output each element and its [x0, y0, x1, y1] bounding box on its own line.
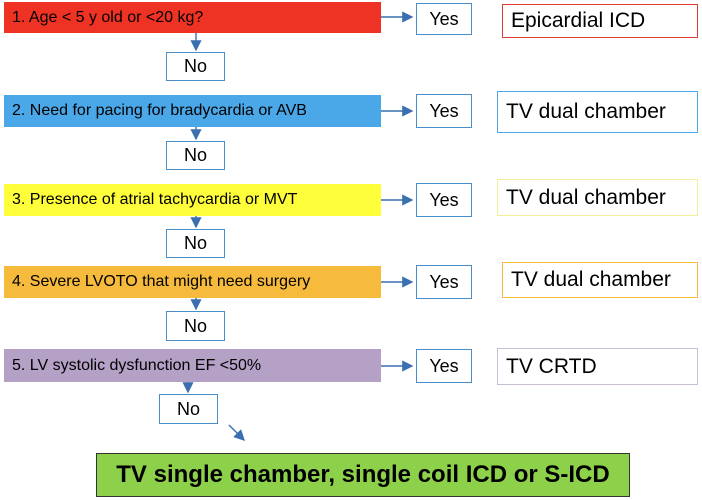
result-box-4: TV dual chamber	[502, 262, 698, 298]
yes-box-2: Yes	[416, 94, 472, 128]
yes-box-1: Yes	[416, 3, 472, 35]
no-box-5: No	[159, 394, 218, 424]
yes-box-4: Yes	[416, 265, 472, 299]
question-5-box: 5. LV systolic dysfunction EF <50%	[4, 349, 381, 382]
final-recommendation-box: TV single chamber, single coil ICD or S-…	[96, 453, 630, 497]
result-box-1: Epicardial ICD	[502, 4, 698, 38]
result-box-5: TV CRTD	[497, 348, 698, 385]
question-4-box: 4. Severe LVOTO that might need surgery	[4, 266, 381, 298]
no-box-1: No	[166, 52, 225, 81]
yes-box-3: Yes	[416, 183, 472, 217]
no-box-2: No	[166, 141, 225, 170]
question-3-box: 3. Presence of atrial tachycardia or MVT	[4, 184, 381, 216]
no-box-3: No	[166, 229, 225, 258]
no-box-4: No	[166, 311, 225, 341]
result-box-3: TV dual chamber	[497, 179, 698, 216]
question-1-box: 1. Age < 5 y old or <20 kg?	[4, 2, 381, 33]
result-box-2: TV dual chamber	[497, 91, 698, 133]
arrow-to-final	[228, 424, 245, 441]
question-2-box: 2. Need for pacing for bradycardia or AV…	[4, 95, 381, 127]
yes-box-5: Yes	[416, 349, 472, 383]
